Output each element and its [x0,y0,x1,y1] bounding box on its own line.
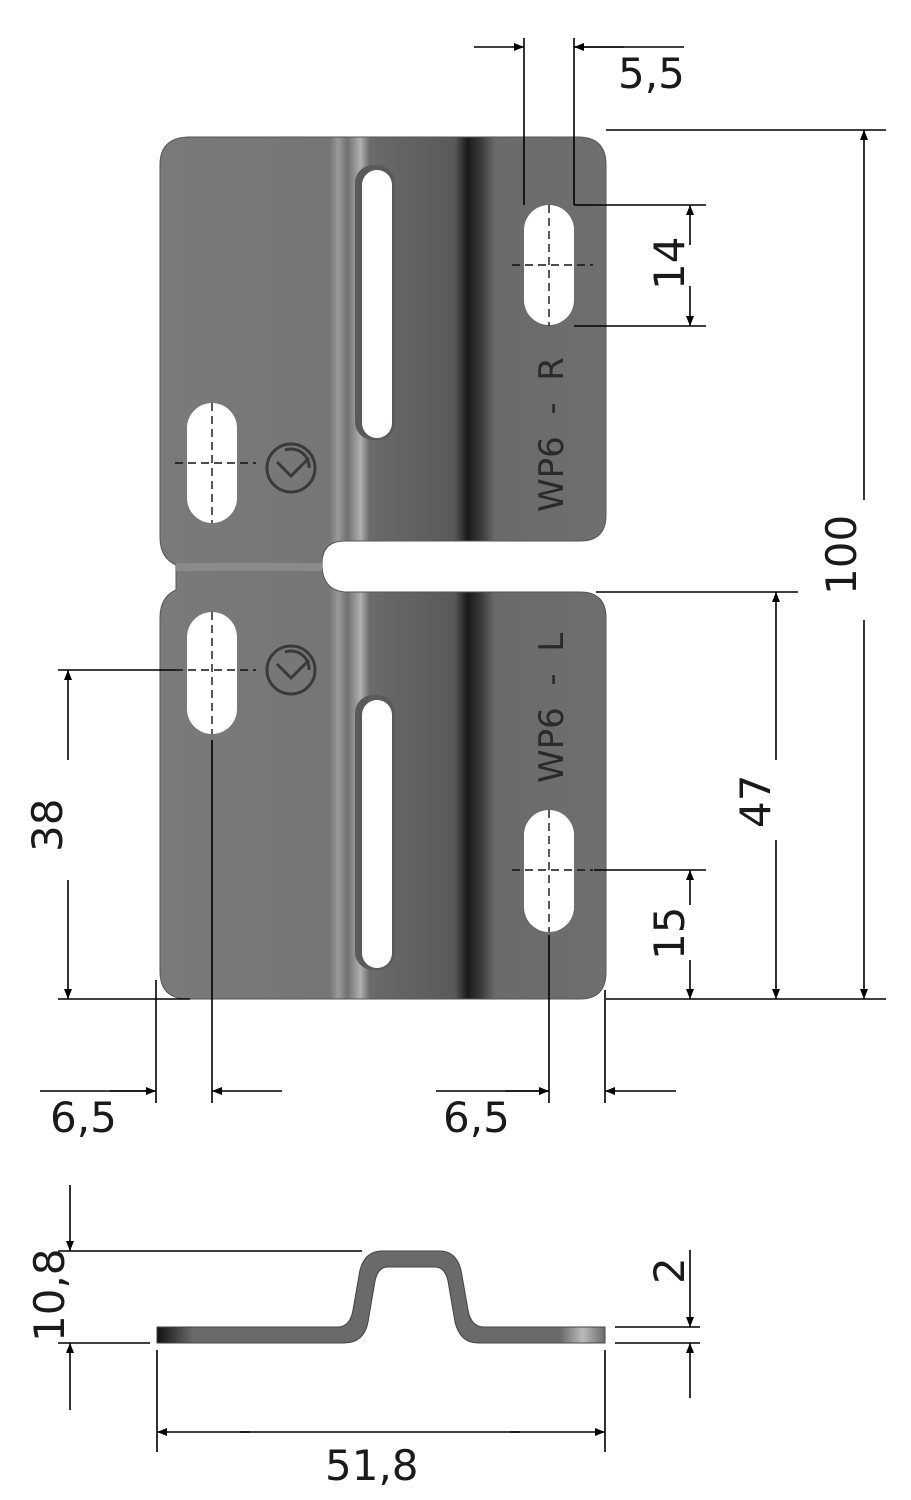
brand-logo-icon [265,442,317,494]
dimension-left-offset: 6,5 [40,740,282,1142]
bracket-profile [156,1250,606,1344]
dim-label-left-hole: 38 [23,799,72,852]
dim-label-profile-thickness: 2 [645,1257,694,1284]
dimension-profile-width: 51,8 [156,1350,606,1490]
dimension-right-hole: 15 [594,869,706,999]
long-slot-upper [355,165,395,440]
dimension-slot-length: 14 [574,204,706,327]
dimension-left-hole: 38 [23,669,190,1000]
dim-label-profile-width: 51,8 [325,1441,419,1490]
dimension-profile-height: 10,8 [25,1185,362,1410]
dimension-overall-height: 100 [606,129,886,1000]
hole-lower-left [187,612,237,734]
long-slot-lower [355,695,395,970]
dim-label-left-offset: 6,5 [50,1093,117,1142]
dimension-slot-width: 5,5 [474,38,685,205]
hole-lower-right [524,810,574,932]
brand-logo-icon [265,644,317,696]
label-upper-part: WP6 - R [532,357,572,512]
center-lines [175,205,593,932]
dim-label-overall-height: 100 [817,515,866,595]
label-lower-part: WP6 - L [532,633,572,783]
dimension-lower-half: 47 [596,591,798,999]
dim-label-profile-height: 10,8 [25,1248,74,1342]
dimension-profile-thickness: 2 [615,1250,700,1398]
dimension-right-offset: 6,5 [436,935,676,1142]
bracket-plate [159,136,607,1000]
dim-label-right-offset: 6,5 [443,1093,510,1142]
dim-label-lower-half: 47 [731,775,780,828]
dim-label-slot-length: 14 [645,237,694,290]
dim-label-right-hole: 15 [645,907,694,960]
dim-label-slot-width: 5,5 [618,49,685,98]
